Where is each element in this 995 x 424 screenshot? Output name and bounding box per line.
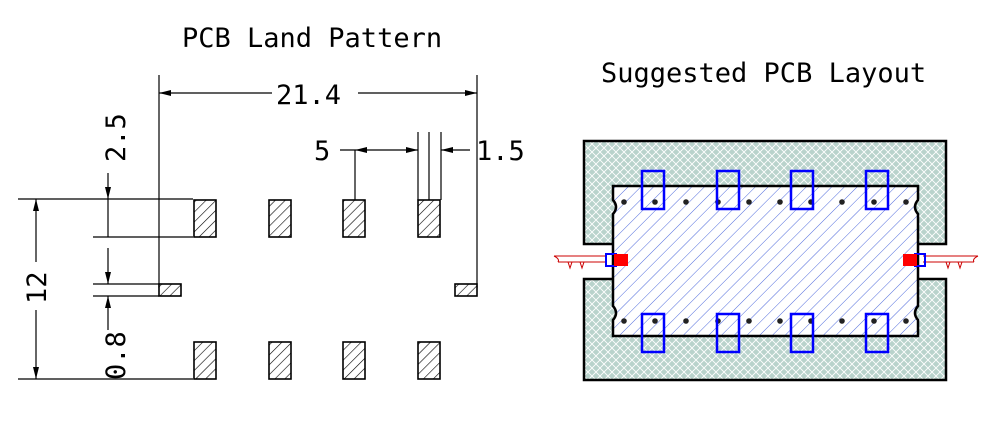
- layout-pad-top-1: [640, 169, 666, 211]
- layout-pad-top-2: [715, 169, 741, 211]
- overall-height-dimension: 12: [22, 199, 53, 379]
- land-pattern-diagram: PCB Land Pattern 21.4: [18, 23, 525, 380]
- pad-bottom-3: [342, 341, 366, 380]
- pitch-label: 5: [314, 136, 330, 167]
- extension-lines: [18, 75, 478, 380]
- land-pads: [158, 199, 478, 380]
- pad-bottom-1: [193, 341, 217, 380]
- layout-pad-top-4: [864, 169, 890, 211]
- layout-pad-top-3: [789, 169, 815, 211]
- pad-bottom-2: [268, 341, 292, 380]
- signal-trace-left: [553, 253, 628, 270]
- pcb-layout-diagram: Suggested PCB Layout: [553, 58, 979, 382]
- pad-top-1: [193, 199, 217, 238]
- pad-length-dimension: 2.5: [101, 113, 132, 237]
- layout-pads: [640, 169, 890, 354]
- overall-height-label: 12: [22, 271, 53, 304]
- pad-length-label: 2.5: [101, 113, 132, 162]
- pad-side-right: [454, 283, 478, 297]
- pad-width-label: 1.5: [476, 136, 525, 167]
- pad-top-3: [342, 199, 366, 238]
- overall-width-dimension: 21.4: [159, 80, 477, 111]
- small-pad-height-dimension: 0.8: [101, 248, 132, 380]
- pad-top-2: [268, 199, 292, 238]
- overall-width-label: 21.4: [276, 80, 341, 111]
- pad-width-dimension: 1.5: [441, 136, 525, 167]
- layout-pad-bottom-2: [715, 312, 741, 354]
- layout-pad-bottom-3: [789, 312, 815, 354]
- layout-pad-bottom-1: [640, 312, 666, 354]
- pad-top-4: [417, 199, 441, 238]
- small-pad-height-label: 0.8: [101, 331, 132, 380]
- component-body: [611, 184, 920, 338]
- signal-trace-right: [903, 253, 979, 270]
- pad-bottom-4: [417, 341, 441, 380]
- pitch-dimension: 5: [314, 136, 418, 167]
- pad-side-left: [158, 283, 182, 297]
- layout-pad-bottom-4: [864, 312, 890, 354]
- pcb-layout-title: Suggested PCB Layout: [601, 58, 926, 89]
- land-pattern-title: PCB Land Pattern: [182, 23, 442, 54]
